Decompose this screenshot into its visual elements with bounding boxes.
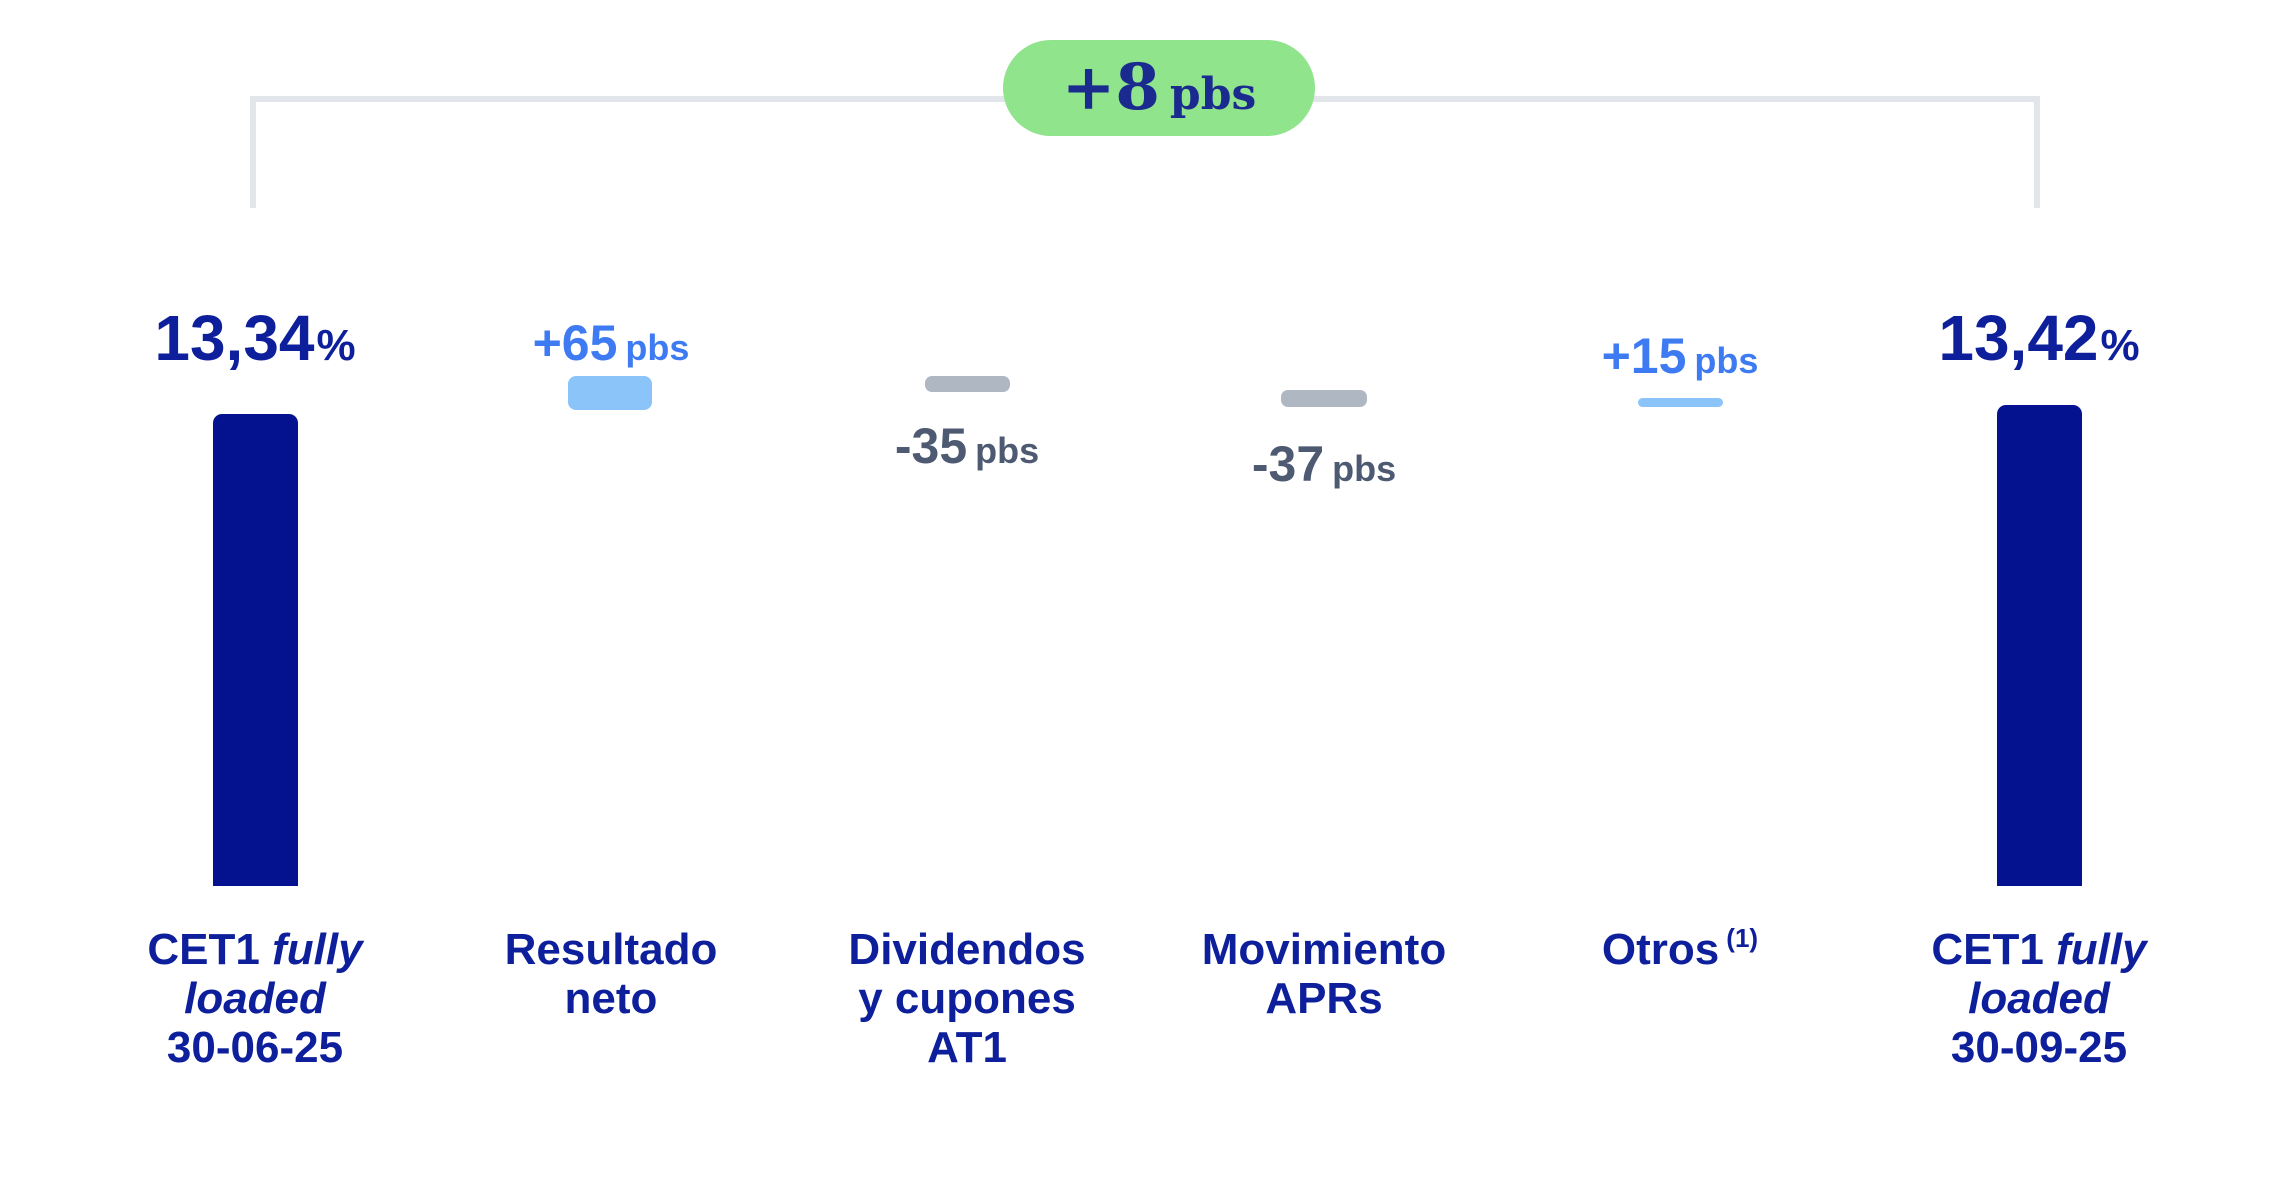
label-cet1-start-date: 30-06-25: [166, 1023, 344, 1072]
delta-movimiento-aprs-unit: pbs: [1332, 448, 1397, 489]
total-change-unit: pbs: [1169, 69, 1257, 120]
label-dividendos-line1: Dividendos: [848, 925, 1086, 974]
bracket-line-right: [2034, 96, 2040, 208]
delta-resultado-neto-value: +65: [532, 315, 618, 371]
label-otros-footnote-marker: (1): [1726, 923, 1759, 953]
label-otros-text: Otros: [1601, 925, 1720, 974]
delta-dividendos-cupones-value: -35: [894, 418, 968, 474]
start-value-percent-sign: %: [316, 321, 356, 370]
bracket-line-left: [250, 96, 256, 208]
bar-dividendos-cupones: [925, 376, 1010, 392]
delta-resultado-neto-unit: pbs: [625, 327, 690, 368]
delta-otros-value: +15: [1601, 328, 1687, 384]
label-resultado-neto: Resultado neto: [431, 925, 791, 1023]
label-cet1-end-line1b: fully: [2056, 925, 2147, 974]
label-cet1-start-line1b: fully: [272, 925, 363, 974]
label-resultado-neto-line1: Resultado: [504, 925, 718, 974]
label-cet1-start-line1a: CET1: [147, 925, 260, 974]
end-value-percent-sign: %: [2100, 321, 2140, 370]
bar-cet1-start: [213, 414, 298, 886]
bar-resultado-neto: [568, 376, 652, 410]
label-resultado-neto-line2: neto: [564, 974, 658, 1023]
label-otros: Otros(1): [1500, 923, 1860, 980]
label-dividendos-line3: AT1: [927, 1023, 1007, 1072]
start-value: 13,34%: [105, 303, 405, 381]
bar-cet1-end: [1997, 405, 2082, 886]
delta-otros-unit: pbs: [1694, 340, 1759, 381]
label-dividendos-cupones: Dividendos y cupones AT1: [787, 925, 1147, 1072]
label-cet1-end-line2: loaded: [1968, 974, 2110, 1023]
label-cet1-start: CET1 fully loaded 30-06-25: [75, 925, 435, 1072]
label-cet1-end: CET1 fully loaded 30-09-25: [1859, 925, 2219, 1072]
label-movimiento-aprs: Movimiento APRs: [1144, 925, 1504, 1023]
total-change-value: +8: [1061, 50, 1160, 125]
label-cet1-start-line2: loaded: [184, 974, 326, 1023]
label-movimiento-line1: Movimiento: [1201, 925, 1447, 974]
label-cet1-end-date: 30-09-25: [1950, 1023, 2128, 1072]
label-cet1-end-line1a: CET1: [1931, 925, 2044, 974]
bar-otros: [1638, 398, 1723, 407]
delta-dividendos-cupones-unit: pbs: [975, 430, 1040, 471]
label-movimiento-line2: APRs: [1265, 974, 1383, 1023]
start-value-number: 13,34: [154, 302, 315, 374]
label-dividendos-line2: y cupones: [858, 974, 1076, 1023]
bar-movimiento-aprs: [1281, 390, 1367, 407]
end-value-number: 13,42: [1938, 302, 2099, 374]
delta-movimiento-aprs-value: -37: [1251, 436, 1325, 492]
end-value: 13,42%: [1889, 303, 2189, 381]
